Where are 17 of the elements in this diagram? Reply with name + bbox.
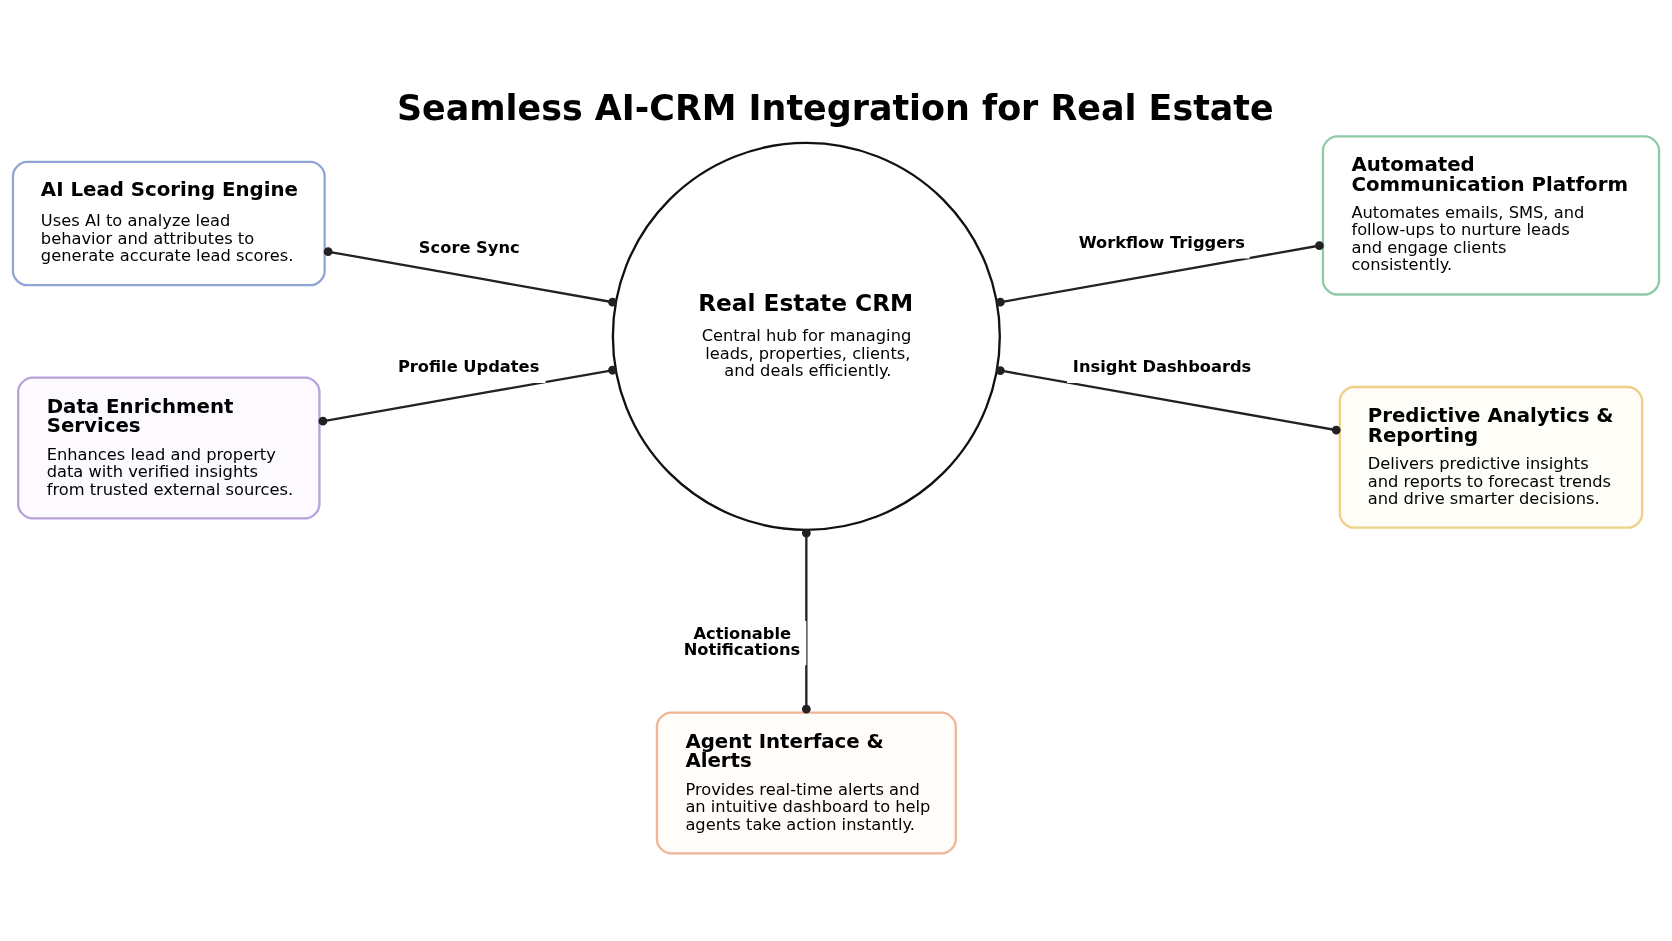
diagram-title: Seamless AI-CRM Integration for Real Estate (396, 87, 1274, 128)
edge-label: Insight Dashboards (1072, 356, 1252, 376)
connector (995, 365, 1341, 435)
edge-label: Workflow Triggers (1078, 232, 1245, 252)
edge-label: Actionable Notifications (683, 623, 801, 659)
node-box: Agent Interface & Alerts Provides real-time alerts and an intuitive dashboard to help agents take action instantly. (655, 710, 957, 854)
node-box: Predictive Analytics & Reporting Delivers predictive insights and reports to forecast trends and drive smarter decisions. (1338, 385, 1644, 529)
node-box: AI Lead Scoring Engine Uses AI to analyze lead behavior and attributes to generate accurate lead scores. (11, 160, 326, 286)
connector (323, 246, 617, 307)
node-box: Automated Communication Platform Automates emails, SMS, and follow-ups to nurture leads and engage clients consistently. (1321, 134, 1661, 296)
node-circle: Real Estate CRM Central hub for managing leads, properties, clients, and deals efficiently. (611, 141, 1001, 531)
edge-label: Profile Updates (397, 356, 540, 376)
connector (318, 365, 617, 426)
node-box: Data Enrichment Services Enhances lead and property data with verified insights from trusted external sources. (17, 376, 321, 520)
connector (995, 240, 1324, 307)
connector (801, 528, 811, 713)
edge-label: Score Sync (418, 237, 520, 257)
